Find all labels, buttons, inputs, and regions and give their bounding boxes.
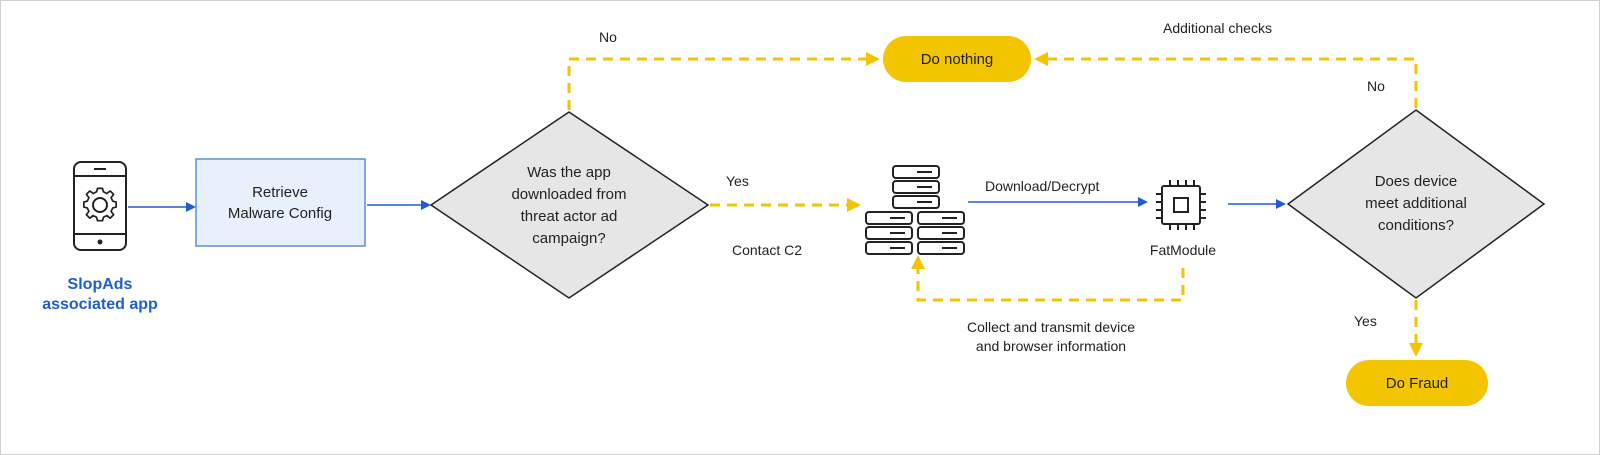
do-nothing-node — [883, 36, 1031, 82]
edge-yes-label: Yes — [726, 173, 749, 189]
decision1-line1: Was the app — [527, 164, 611, 181]
arrow-no-to-do-nothing — [567, 52, 880, 110]
additional-checks-label: Additional checks — [1163, 20, 1272, 36]
edge-no2-label: No — [1367, 78, 1385, 94]
retrieve-config-line2: Malware Config — [228, 205, 332, 222]
decision1-line2: downloaded from — [511, 186, 626, 203]
fatmodule-label: FatModule — [1150, 242, 1216, 258]
do-nothing-label: Do nothing — [921, 51, 994, 68]
gear-icon — [82, 187, 118, 222]
decision1-line3: threat actor ad — [521, 208, 618, 225]
server-icon — [865, 165, 965, 255]
app-label-line2: associated app — [42, 296, 158, 313]
decision2-line2: meet additional — [1365, 195, 1467, 212]
chip-icon — [1156, 180, 1206, 230]
server-icon-details — [890, 171, 957, 249]
collect-line1: Collect and transmit device — [967, 319, 1135, 335]
edge-contact-c2-label: Contact C2 — [732, 242, 802, 258]
decision-downloaded-diamond — [429, 111, 710, 299]
retrieve-config-box — [195, 158, 366, 247]
edge-download-decrypt-label: Download/Decrypt — [985, 178, 1099, 194]
decision1-line4: campaign? — [532, 230, 605, 247]
edge-no-label: No — [599, 29, 617, 45]
phone-icon — [73, 161, 127, 251]
decision-conditions-diamond — [1286, 109, 1546, 299]
do-fraud-label: Do Fraud — [1386, 375, 1449, 392]
edge-yes2-label: Yes — [1354, 313, 1377, 329]
retrieve-config-line1: Retrieve — [252, 184, 308, 201]
decision2-line3: conditions? — [1378, 217, 1454, 234]
do-fraud-node — [1346, 360, 1488, 406]
app-label-line1: SlopAds — [68, 276, 133, 293]
arrow-no-additional-checks — [1034, 52, 1418, 108]
collect-line2: and browser information — [976, 338, 1126, 354]
decision2-line1: Does device — [1375, 173, 1458, 190]
arrow-collect-transmit — [911, 255, 1185, 302]
